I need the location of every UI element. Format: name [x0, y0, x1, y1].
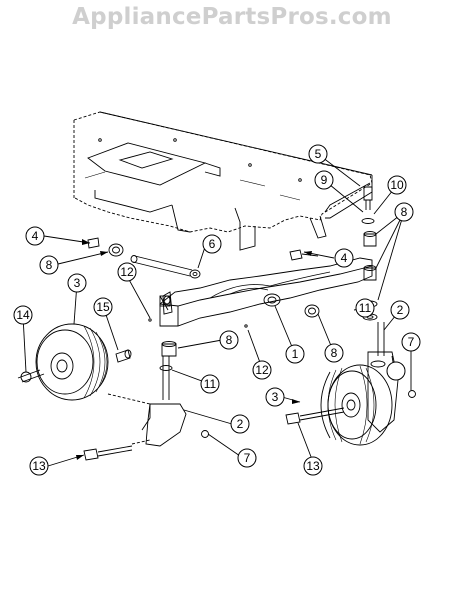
callout-8-center: 8	[226, 333, 233, 347]
callout-3-left: 3	[74, 276, 81, 290]
front-axle	[159, 257, 373, 327]
right-spindle	[367, 322, 416, 433]
upper-hardware	[87, 237, 319, 311]
watermark: AppliancePartsPros.com	[72, 4, 392, 30]
callout-7-right: 7	[408, 335, 415, 349]
callout-2-left: 2	[237, 417, 244, 431]
right-axle-bolt	[285, 407, 345, 425]
callout-12-upper: 12	[120, 265, 134, 279]
callout-10: 10	[390, 178, 404, 192]
callout-9: 9	[321, 173, 328, 187]
callout-8-lower-right: 8	[331, 346, 338, 360]
left-axle-bolt	[83, 439, 151, 461]
left-spindle	[107, 341, 209, 447]
callout-7-left: 7	[244, 451, 251, 465]
callout-11-left: 11	[204, 377, 217, 391]
callout-8-upper-right: 8	[401, 205, 408, 219]
callout-13-right: 13	[306, 459, 320, 473]
callout-4-right: 4	[341, 251, 348, 265]
callout-4-left: 4	[32, 229, 39, 243]
right-wheel	[320, 364, 393, 446]
callout-2-right: 2	[397, 303, 404, 317]
left-bushing	[115, 349, 132, 363]
leader-lines	[22, 153, 412, 467]
callout-1: 1	[292, 347, 299, 361]
callout-circles	[13, 144, 421, 476]
chassis-plate	[73, 111, 373, 251]
callout-6: 6	[209, 237, 216, 251]
callout-11-right: 11	[359, 301, 372, 315]
callout-12-lower: 12	[255, 363, 269, 377]
callout-8-left: 8	[46, 258, 53, 272]
left-wheel	[17, 323, 109, 401]
callout-15: 15	[96, 300, 110, 314]
callout-5: 5	[315, 147, 322, 161]
callout-3-right: 3	[272, 390, 279, 404]
tie-rod	[130, 255, 201, 279]
callout-13-left: 13	[32, 459, 46, 473]
callout-14: 14	[16, 308, 30, 322]
leader-arrowheads	[76, 239, 312, 460]
